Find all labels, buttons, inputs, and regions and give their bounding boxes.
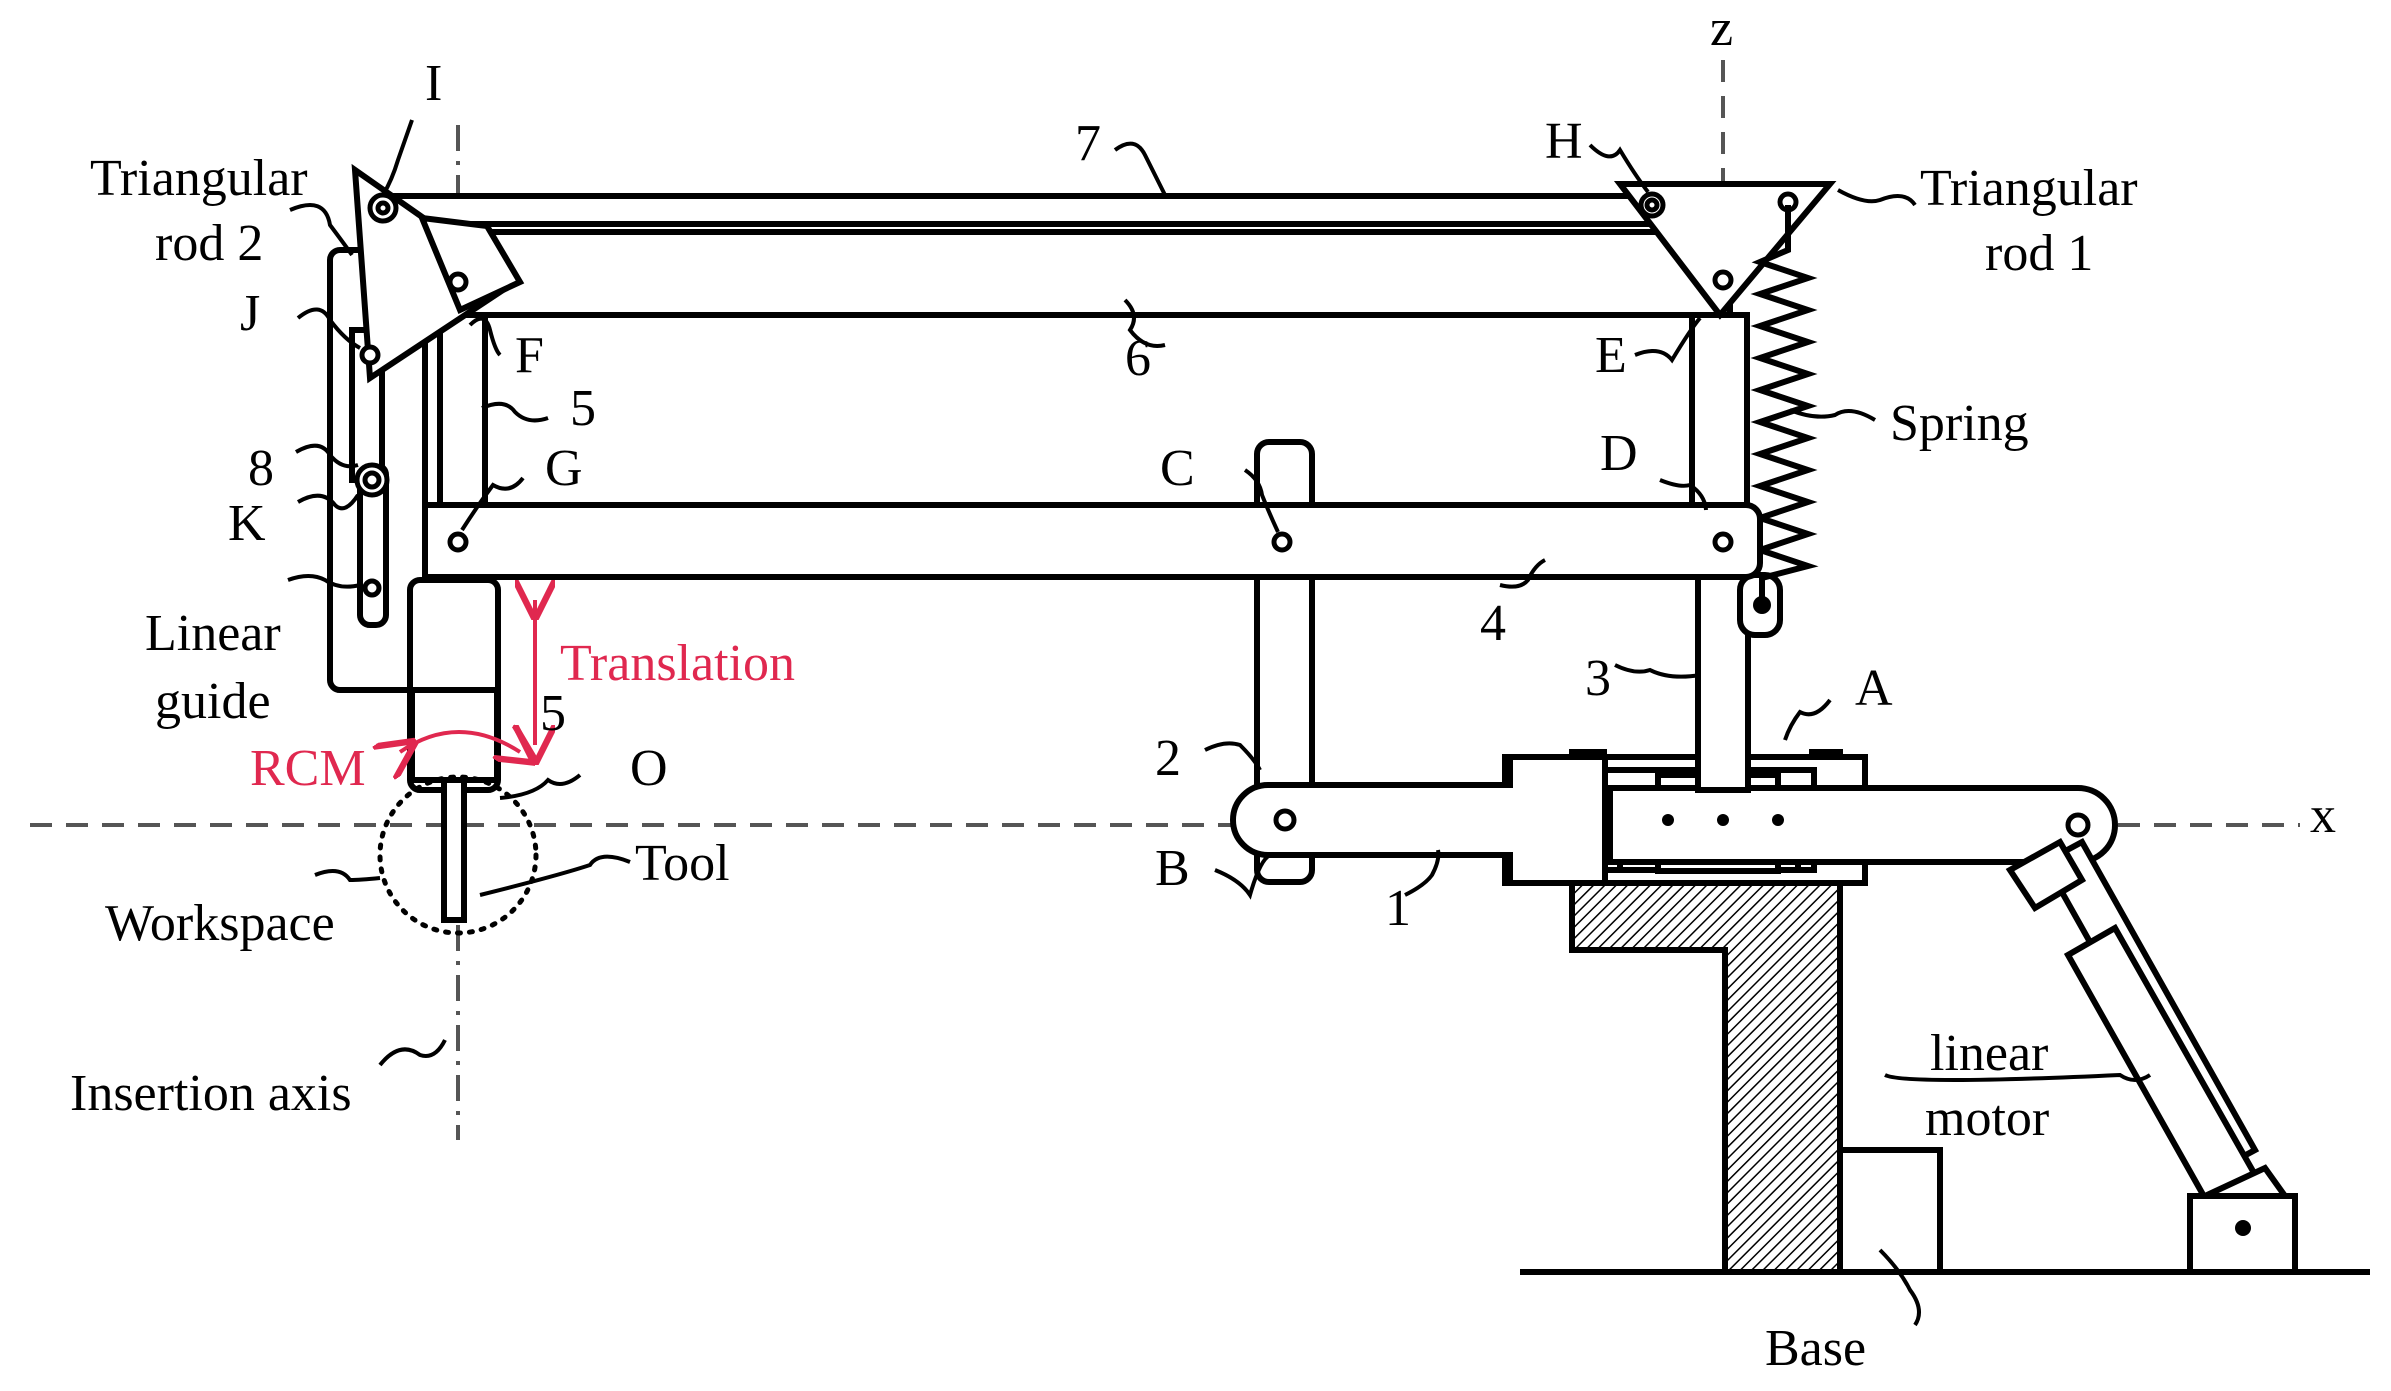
label-K: K: [228, 495, 266, 552]
label-F: F: [515, 327, 544, 384]
base-block: [1837, 1147, 1943, 1275]
label-3: 3: [1585, 650, 1611, 707]
label-8: 8: [248, 440, 274, 497]
label-motor-line1: linear: [1930, 1025, 2048, 1082]
label-tool: Tool: [635, 835, 730, 892]
spring-coil: [1750, 205, 1819, 605]
label-base: Base: [1765, 1320, 1866, 1377]
label-z: z: [1710, 0, 1733, 57]
label-4: 4: [1480, 595, 1506, 652]
label-C: C: [1160, 440, 1195, 497]
label-5-upper: 5: [570, 380, 596, 437]
label-x: x: [2310, 787, 2336, 844]
link-6: [457, 229, 1733, 318]
label-linear-line1: Linear: [145, 605, 281, 662]
label-O: O: [630, 740, 668, 797]
label-H: H: [1545, 113, 1583, 170]
label-rcm: RCM: [250, 740, 366, 797]
link-de: [1689, 312, 1750, 528]
label-tri2-line2: rod 2: [155, 215, 263, 272]
workspace-circle: [377, 774, 539, 936]
label-tri1-line1: Triangular: [1920, 160, 2138, 217]
label-A: A: [1855, 660, 1893, 717]
leader-lines: [287, 119, 2152, 1327]
label-translation: Translation: [560, 635, 795, 692]
label-linear-line2: guide: [155, 673, 271, 730]
label-6: 6: [1125, 330, 1151, 387]
label-G: G: [545, 440, 583, 497]
label-workspace: Workspace: [105, 895, 335, 952]
triangular-rod-2-inner: [417, 214, 525, 315]
link-5-upper: [437, 297, 488, 523]
label-B: B: [1155, 840, 1190, 897]
label-5-lower: 5: [540, 685, 566, 742]
link-7: [377, 193, 1653, 227]
label-E: E: [1595, 327, 1627, 384]
label-spring: Spring: [1890, 395, 2029, 452]
label-2: 2: [1155, 730, 1181, 787]
linear-motor: [2005, 812, 2298, 1275]
label-motor-line2: motor: [1925, 1090, 2049, 1147]
tool-shaft: [441, 777, 467, 923]
rcm-arc-arrow: [400, 732, 520, 752]
label-7: 7: [1075, 115, 1101, 172]
triangular-rod-1: [1613, 181, 1837, 320]
label-I: I: [425, 55, 442, 112]
label-D: D: [1600, 425, 1638, 482]
link-1: [1230, 754, 1608, 886]
label-tri2-line1: Triangular: [90, 150, 308, 207]
label-tri1-line2: rod 1: [1985, 225, 2093, 282]
label-J: J: [240, 285, 260, 342]
label-insertion-axis: Insertion axis: [70, 1065, 352, 1122]
link-4: [395, 502, 1763, 580]
label-1: 1: [1385, 880, 1411, 937]
